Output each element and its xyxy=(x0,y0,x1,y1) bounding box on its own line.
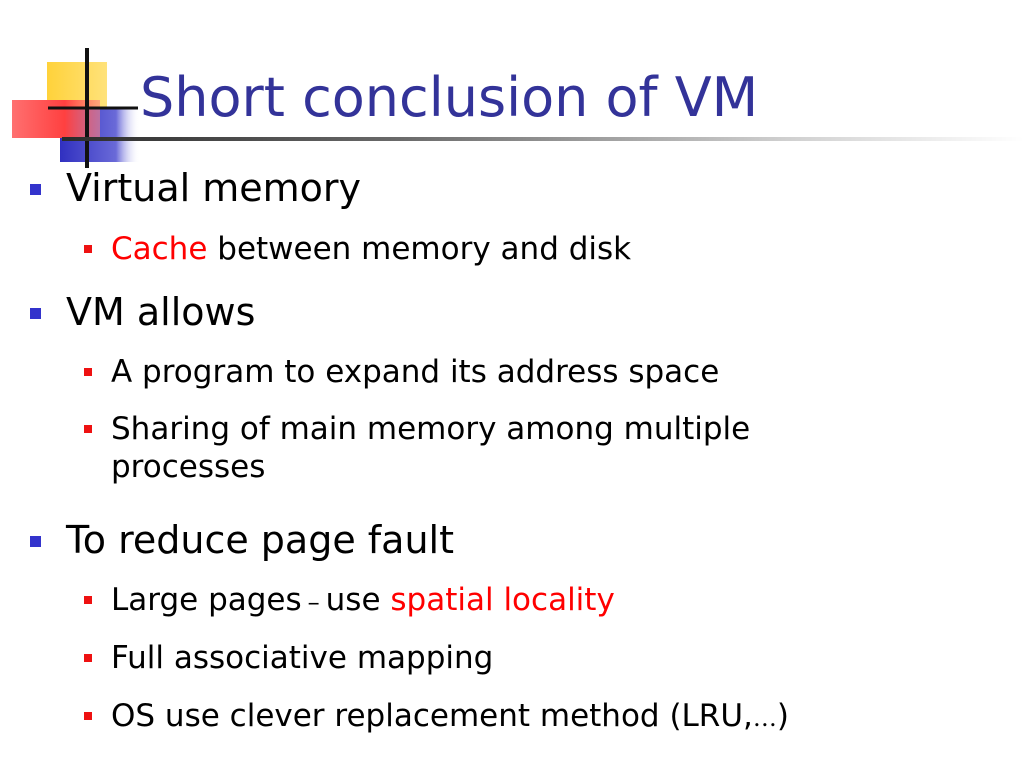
highlight-text: Cache xyxy=(111,231,208,267)
square-bullet-icon xyxy=(30,536,41,547)
subbullet-replacement-method: OS use clever replacement method (LRU,…) xyxy=(84,697,789,737)
square-bullet-icon xyxy=(84,654,92,662)
square-bullet-icon xyxy=(30,308,41,319)
square-bullet-icon xyxy=(84,425,92,433)
slide-logo-decoration xyxy=(12,48,140,168)
square-bullet-icon xyxy=(84,596,92,604)
bullet-reduce-page-fault: To reduce page fault xyxy=(30,518,454,562)
square-bullet-icon xyxy=(84,712,92,720)
subbullet-cache: Cache between memory and disk xyxy=(84,230,631,268)
subbullet-associative-mapping: Full associative mapping xyxy=(84,639,493,677)
subbullet-address-space: A program to expand its address space xyxy=(84,353,719,391)
square-bullet-icon xyxy=(84,368,92,376)
subbullet-large-pages: Large pages–use spatial locality xyxy=(84,581,615,621)
slide-title: Short conclusion of VM xyxy=(140,66,759,129)
bullet-vm-allows: VM allows xyxy=(30,290,255,334)
highlight-text: spatial locality xyxy=(390,582,615,618)
bullet-virtual-memory: Virtual memory xyxy=(30,166,361,210)
square-bullet-icon xyxy=(84,245,92,253)
title-underline xyxy=(62,137,1024,141)
subbullet-sharing-memory: Sharing of main memory among multiple pr… xyxy=(84,410,750,486)
square-bullet-icon xyxy=(30,184,41,195)
